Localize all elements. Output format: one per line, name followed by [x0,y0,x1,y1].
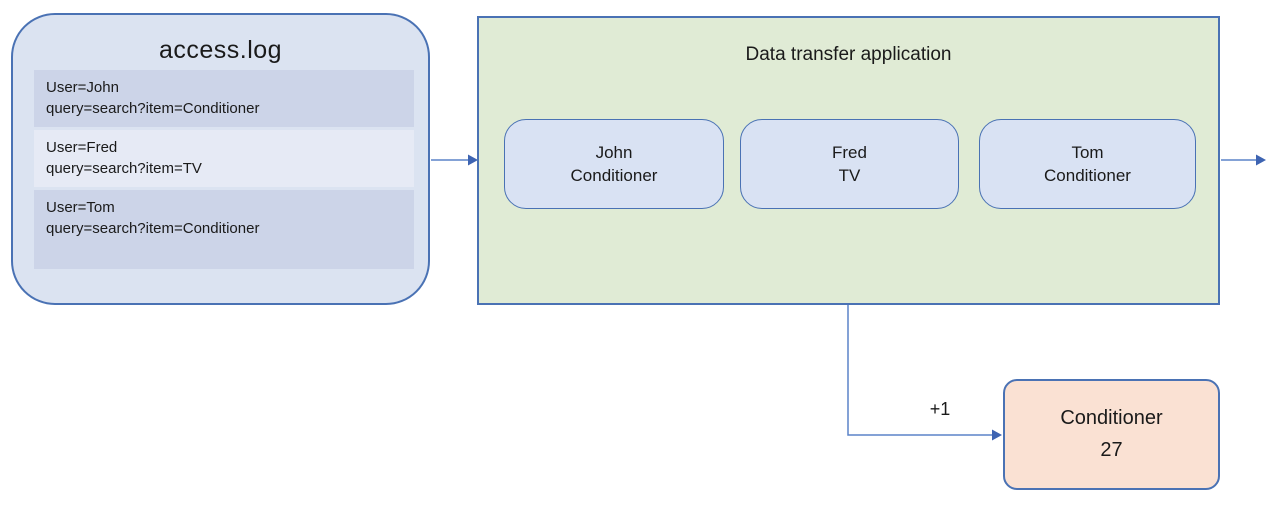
counter-card: Conditioner 27 [1003,379,1220,490]
record-card-fred: Fred TV [740,119,959,209]
data-transfer-app-title: Data transfer application [745,44,952,65]
log-entry: User=Fred query=search?item=TV [34,130,414,187]
log-entry-query: query=search?item=Conditioner [46,100,260,117]
record-item: Conditioner [570,166,658,185]
log-entry-query: query=search?item=Conditioner [46,220,260,237]
record-item: Conditioner [1044,166,1131,185]
arrow-app-out [1221,154,1266,166]
log-entry: User=John query=search?item=Conditioner [34,70,414,127]
counter-value: 27 [1100,439,1123,461]
record-user: Fred [832,143,867,162]
increment-label: +1 [929,399,951,419]
arrow-log-to-app [431,154,478,166]
record-user: Tom [1071,143,1104,162]
access-log-panel: access.log User=John query=search?item=C… [11,13,430,305]
record-card-john: John Conditioner [504,119,724,209]
access-log-title: access.log [158,36,283,64]
log-entry-query: query=search?item=TV [46,160,202,177]
record-card-tom: Tom Conditioner [979,119,1196,209]
data-transfer-app-panel: Data transfer application John Condition… [477,16,1220,305]
counter-label: Conditioner [1060,407,1163,429]
log-entry-user: User=Fred [46,139,118,156]
log-entry-user: User=John [46,79,119,96]
log-entry-user: User=Tom [46,199,115,216]
record-user: John [595,143,633,162]
record-item: TV [838,166,861,185]
access-log-entries: User=John query=search?item=Conditioner … [34,70,414,272]
log-entry: User=Tom query=search?item=Conditioner [34,190,414,269]
